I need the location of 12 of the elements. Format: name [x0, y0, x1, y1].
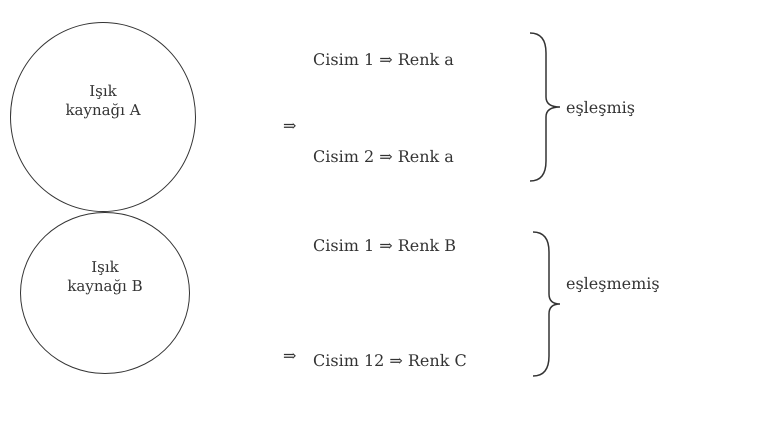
text-label: Cisim 12 ⇒ Renk C: [313, 350, 467, 372]
text-label: ⇒: [283, 345, 296, 367]
node-label: Işık kaynağı B: [66, 258, 144, 296]
text-label: Cisim 2 ⇒ Renk a: [313, 146, 454, 168]
node-label: Işık kaynağı A: [64, 82, 142, 120]
text-label: ⇒: [283, 115, 296, 137]
light-source-circle: [20, 212, 190, 374]
text-label: Cisim 1 ⇒ Renk B: [313, 235, 456, 257]
text-label: eşleşmemiş: [566, 273, 660, 295]
text-label: Cisim 1 ⇒ Renk a: [313, 49, 454, 71]
light-source-circle: [10, 22, 196, 212]
text-label: eşleşmiş: [566, 97, 635, 119]
